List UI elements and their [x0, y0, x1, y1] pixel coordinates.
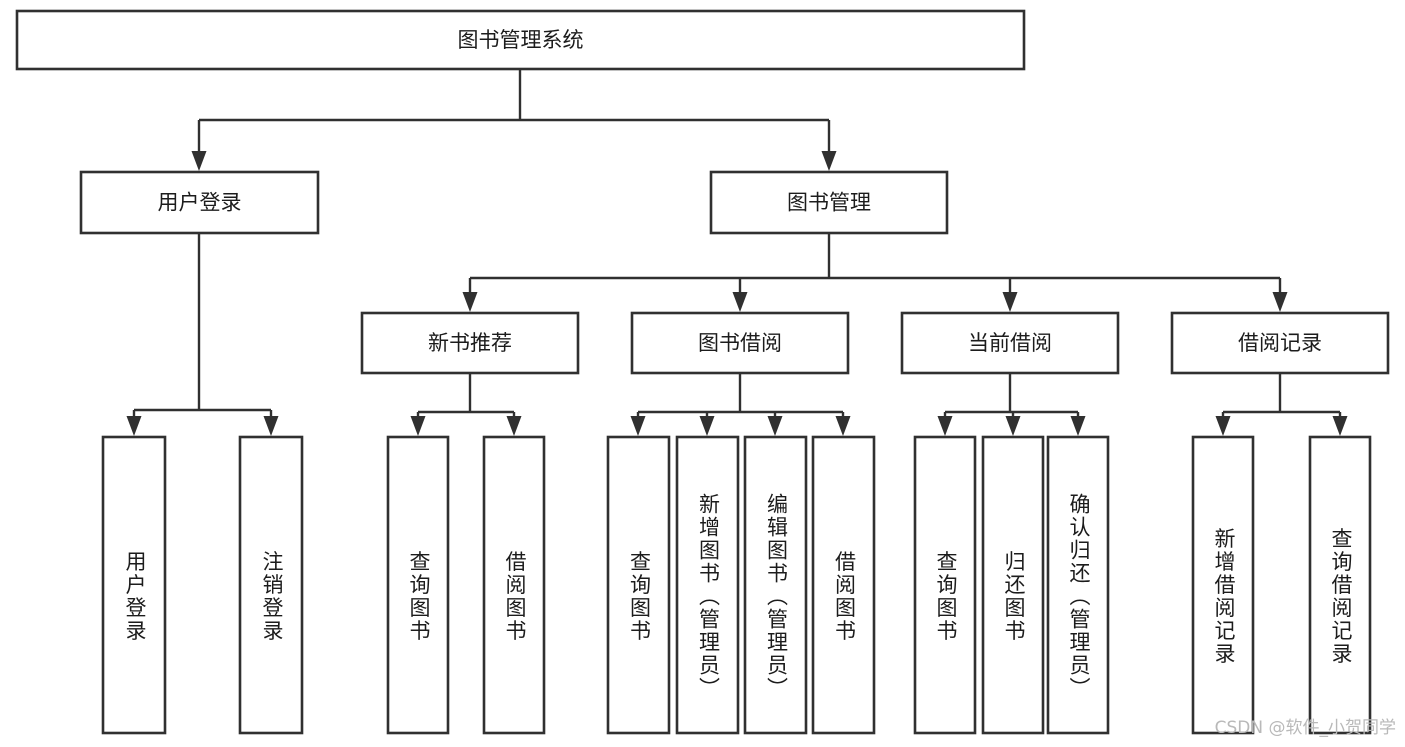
node-box [709, 170, 949, 235]
arrow-head-icon [1272, 292, 1288, 312]
node-label: 图书管理系统 [458, 28, 584, 52]
leaf-node-leaf-query-borrow-record[interactable]: 查询借阅记录 [1308, 435, 1372, 735]
arrow-head-icon [937, 416, 953, 436]
arrow-head-icon [699, 416, 715, 436]
node-label: 图书借阅 [698, 331, 782, 355]
node-box [360, 311, 580, 375]
node-box [15, 9, 1026, 71]
connector-layer [126, 69, 1348, 436]
node-box [675, 435, 740, 735]
node-label: 归还图书 [1002, 551, 1026, 643]
node-box [101, 435, 167, 735]
node-box [1170, 311, 1390, 375]
connector-conn-current-stem [937, 373, 1086, 436]
arrow-head-icon [767, 416, 783, 436]
leaf-node-leaf-query-book-recommend[interactable]: 查询图书 [386, 435, 450, 735]
node-box [482, 435, 546, 735]
node-label: 查询借阅记录 [1329, 528, 1353, 666]
node-box [1191, 435, 1255, 735]
leaf-node-leaf-return-book[interactable]: 归还图书 [981, 435, 1045, 735]
node-label: 查询图书 [628, 551, 652, 643]
connector-conn-login-stem [126, 233, 279, 436]
node-label: 查询图书 [934, 551, 958, 643]
leaf-node-leaf-confirm-return-admin[interactable]: 确认归还（管理员） [1046, 435, 1110, 735]
arrow-head-icon [191, 151, 207, 171]
node-box [913, 435, 977, 735]
node-label: 新增借阅记录 [1212, 528, 1236, 666]
node-label: 借阅记录 [1238, 331, 1322, 355]
node-box [900, 311, 1120, 375]
leaf-node-leaf-user-logout[interactable]: 注销登录 [238, 435, 304, 735]
connector-conn-root-stem [191, 69, 837, 171]
node-box [386, 435, 450, 735]
arrow-head-icon [732, 292, 748, 312]
level1-node-user-login[interactable]: 用户登录 [79, 170, 320, 235]
level1-node-book-management[interactable]: 图书管理 [709, 170, 949, 235]
node-label: 新增图书（管理员） [697, 493, 721, 700]
node-label: 注销登录 [260, 551, 284, 643]
arrow-head-icon [263, 416, 279, 436]
arrow-head-icon [1332, 416, 1348, 436]
level2-node-current-borrow[interactable]: 当前借阅 [900, 311, 1120, 375]
node-label: 查询图书 [407, 551, 431, 643]
node-label: 用户登录 [158, 191, 242, 215]
arrow-head-icon [630, 416, 646, 436]
node-box [811, 435, 876, 735]
arrow-head-icon [1215, 416, 1231, 436]
node-label: 当前借阅 [968, 331, 1052, 355]
arrow-head-icon [835, 416, 851, 436]
node-label: 编辑图书（管理员） [765, 493, 789, 700]
arrow-head-icon [126, 416, 142, 436]
node-box [238, 435, 304, 735]
root-node-root[interactable]: 图书管理系统 [15, 9, 1026, 71]
node-box [606, 435, 671, 735]
arrow-head-icon [506, 416, 522, 436]
connector-conn-bookmgmt-stem [462, 233, 1288, 312]
node-label: 借阅图书 [833, 551, 857, 643]
arrow-head-icon [821, 151, 837, 171]
arrow-head-icon [1005, 416, 1021, 436]
arrow-head-icon [462, 292, 478, 312]
csdn-watermark: CSDN @软件_小贺同学 [1215, 718, 1396, 738]
connector-conn-recommend-stem [410, 373, 522, 436]
node-label: 图书管理 [787, 191, 871, 215]
node-box [1308, 435, 1372, 735]
level2-node-book-borrow[interactable]: 图书借阅 [630, 311, 850, 375]
leaf-node-leaf-borrow-book-recommend[interactable]: 借阅图书 [482, 435, 546, 735]
node-layer: 图书管理系统用户登录图书管理新书推荐图书借阅当前借阅借阅记录用户登录注销登录查询… [15, 9, 1390, 735]
level2-node-new-book-recommend[interactable]: 新书推荐 [360, 311, 580, 375]
connector-conn-record-stem [1215, 373, 1348, 436]
leaf-node-leaf-query-book-current[interactable]: 查询图书 [913, 435, 977, 735]
leaf-node-leaf-add-borrow-record[interactable]: 新增借阅记录 [1191, 435, 1255, 735]
node-label: 新书推荐 [428, 331, 512, 355]
node-label: 确认归还（管理员） [1067, 493, 1091, 700]
node-label: 借阅图书 [503, 551, 527, 643]
leaf-node-leaf-edit-book-admin[interactable]: 编辑图书（管理员） [743, 435, 808, 735]
arrow-head-icon [1070, 416, 1086, 436]
node-label: 用户登录 [123, 551, 147, 643]
node-box [79, 170, 320, 235]
leaf-node-leaf-query-book-borrow[interactable]: 查询图书 [606, 435, 671, 735]
node-box [630, 311, 850, 375]
leaf-node-leaf-add-book-admin[interactable]: 新增图书（管理员） [675, 435, 740, 735]
arrow-head-icon [410, 416, 426, 436]
leaf-node-leaf-user-login[interactable]: 用户登录 [101, 435, 167, 735]
arrow-head-icon [1002, 292, 1018, 312]
node-box [981, 435, 1045, 735]
connector-conn-borrow-stem [630, 373, 851, 436]
level2-node-borrow-record[interactable]: 借阅记录 [1170, 311, 1390, 375]
node-box [1046, 435, 1110, 735]
leaf-node-leaf-borrow-book[interactable]: 借阅图书 [811, 435, 876, 735]
node-box [743, 435, 808, 735]
